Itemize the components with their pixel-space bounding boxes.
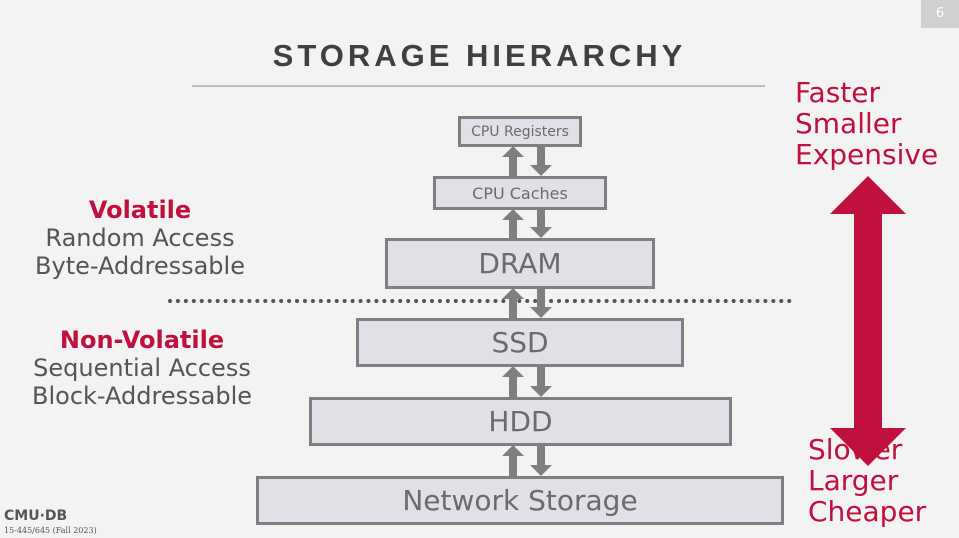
level-dram: DRAM	[385, 238, 655, 289]
trait-larger: Larger	[808, 464, 899, 497]
non-volatile-label-group: Non-Volatile Sequential Access Block-Add…	[0, 326, 284, 410]
page-number: 6	[921, 0, 959, 28]
cmu-db-logo: CMU·DB	[4, 508, 68, 524]
volatile-line1: Random Access	[45, 224, 235, 252]
level-hdd: HDD	[309, 397, 732, 446]
down-arrow-icon	[530, 209, 552, 238]
level-network-storage: Network Storage	[256, 476, 784, 525]
trait-faster: Faster	[795, 76, 880, 109]
trait-cheaper: Cheaper	[808, 495, 927, 528]
down-arrow-icon	[530, 288, 552, 318]
bottom-traits: Slower Larger Cheaper	[808, 434, 926, 527]
down-arrow-icon	[530, 146, 552, 176]
down-arrow-icon	[530, 366, 552, 397]
trait-smaller: Smaller	[795, 107, 902, 140]
trait-slower: Slower	[808, 433, 903, 466]
down-arrow-icon	[530, 445, 552, 476]
non-volatile-line1: Sequential Access	[33, 354, 251, 382]
level-ssd: SSD	[356, 318, 684, 367]
non-volatile-heading: Non-Volatile	[59, 326, 225, 354]
top-traits: Faster Smaller Expensive	[795, 77, 938, 170]
up-arrow-icon	[502, 445, 524, 476]
up-arrow-icon	[502, 288, 524, 318]
course-label: 15-445/645 (Fall 2023)	[4, 526, 97, 535]
volatile-heading: Volatile	[88, 196, 192, 224]
up-arrow-icon	[502, 146, 524, 176]
non-volatile-line2: Block-Addressable	[32, 382, 252, 410]
title-underline	[192, 85, 765, 87]
level-cpu-registers: CPU Registers	[458, 116, 582, 147]
up-arrow-icon	[502, 366, 524, 397]
slide-title: STORAGE HIERARCHY	[272, 38, 687, 73]
up-arrow-icon	[502, 209, 524, 238]
double-arrow-icon	[830, 176, 906, 466]
volatile-divider-line	[168, 299, 792, 303]
volatile-label-group: Volatile Random Access Byte-Addressable	[0, 196, 280, 280]
volatile-line2: Byte-Addressable	[35, 252, 245, 280]
trait-expensive: Expensive	[795, 138, 939, 171]
level-cpu-caches: CPU Caches	[433, 176, 607, 210]
